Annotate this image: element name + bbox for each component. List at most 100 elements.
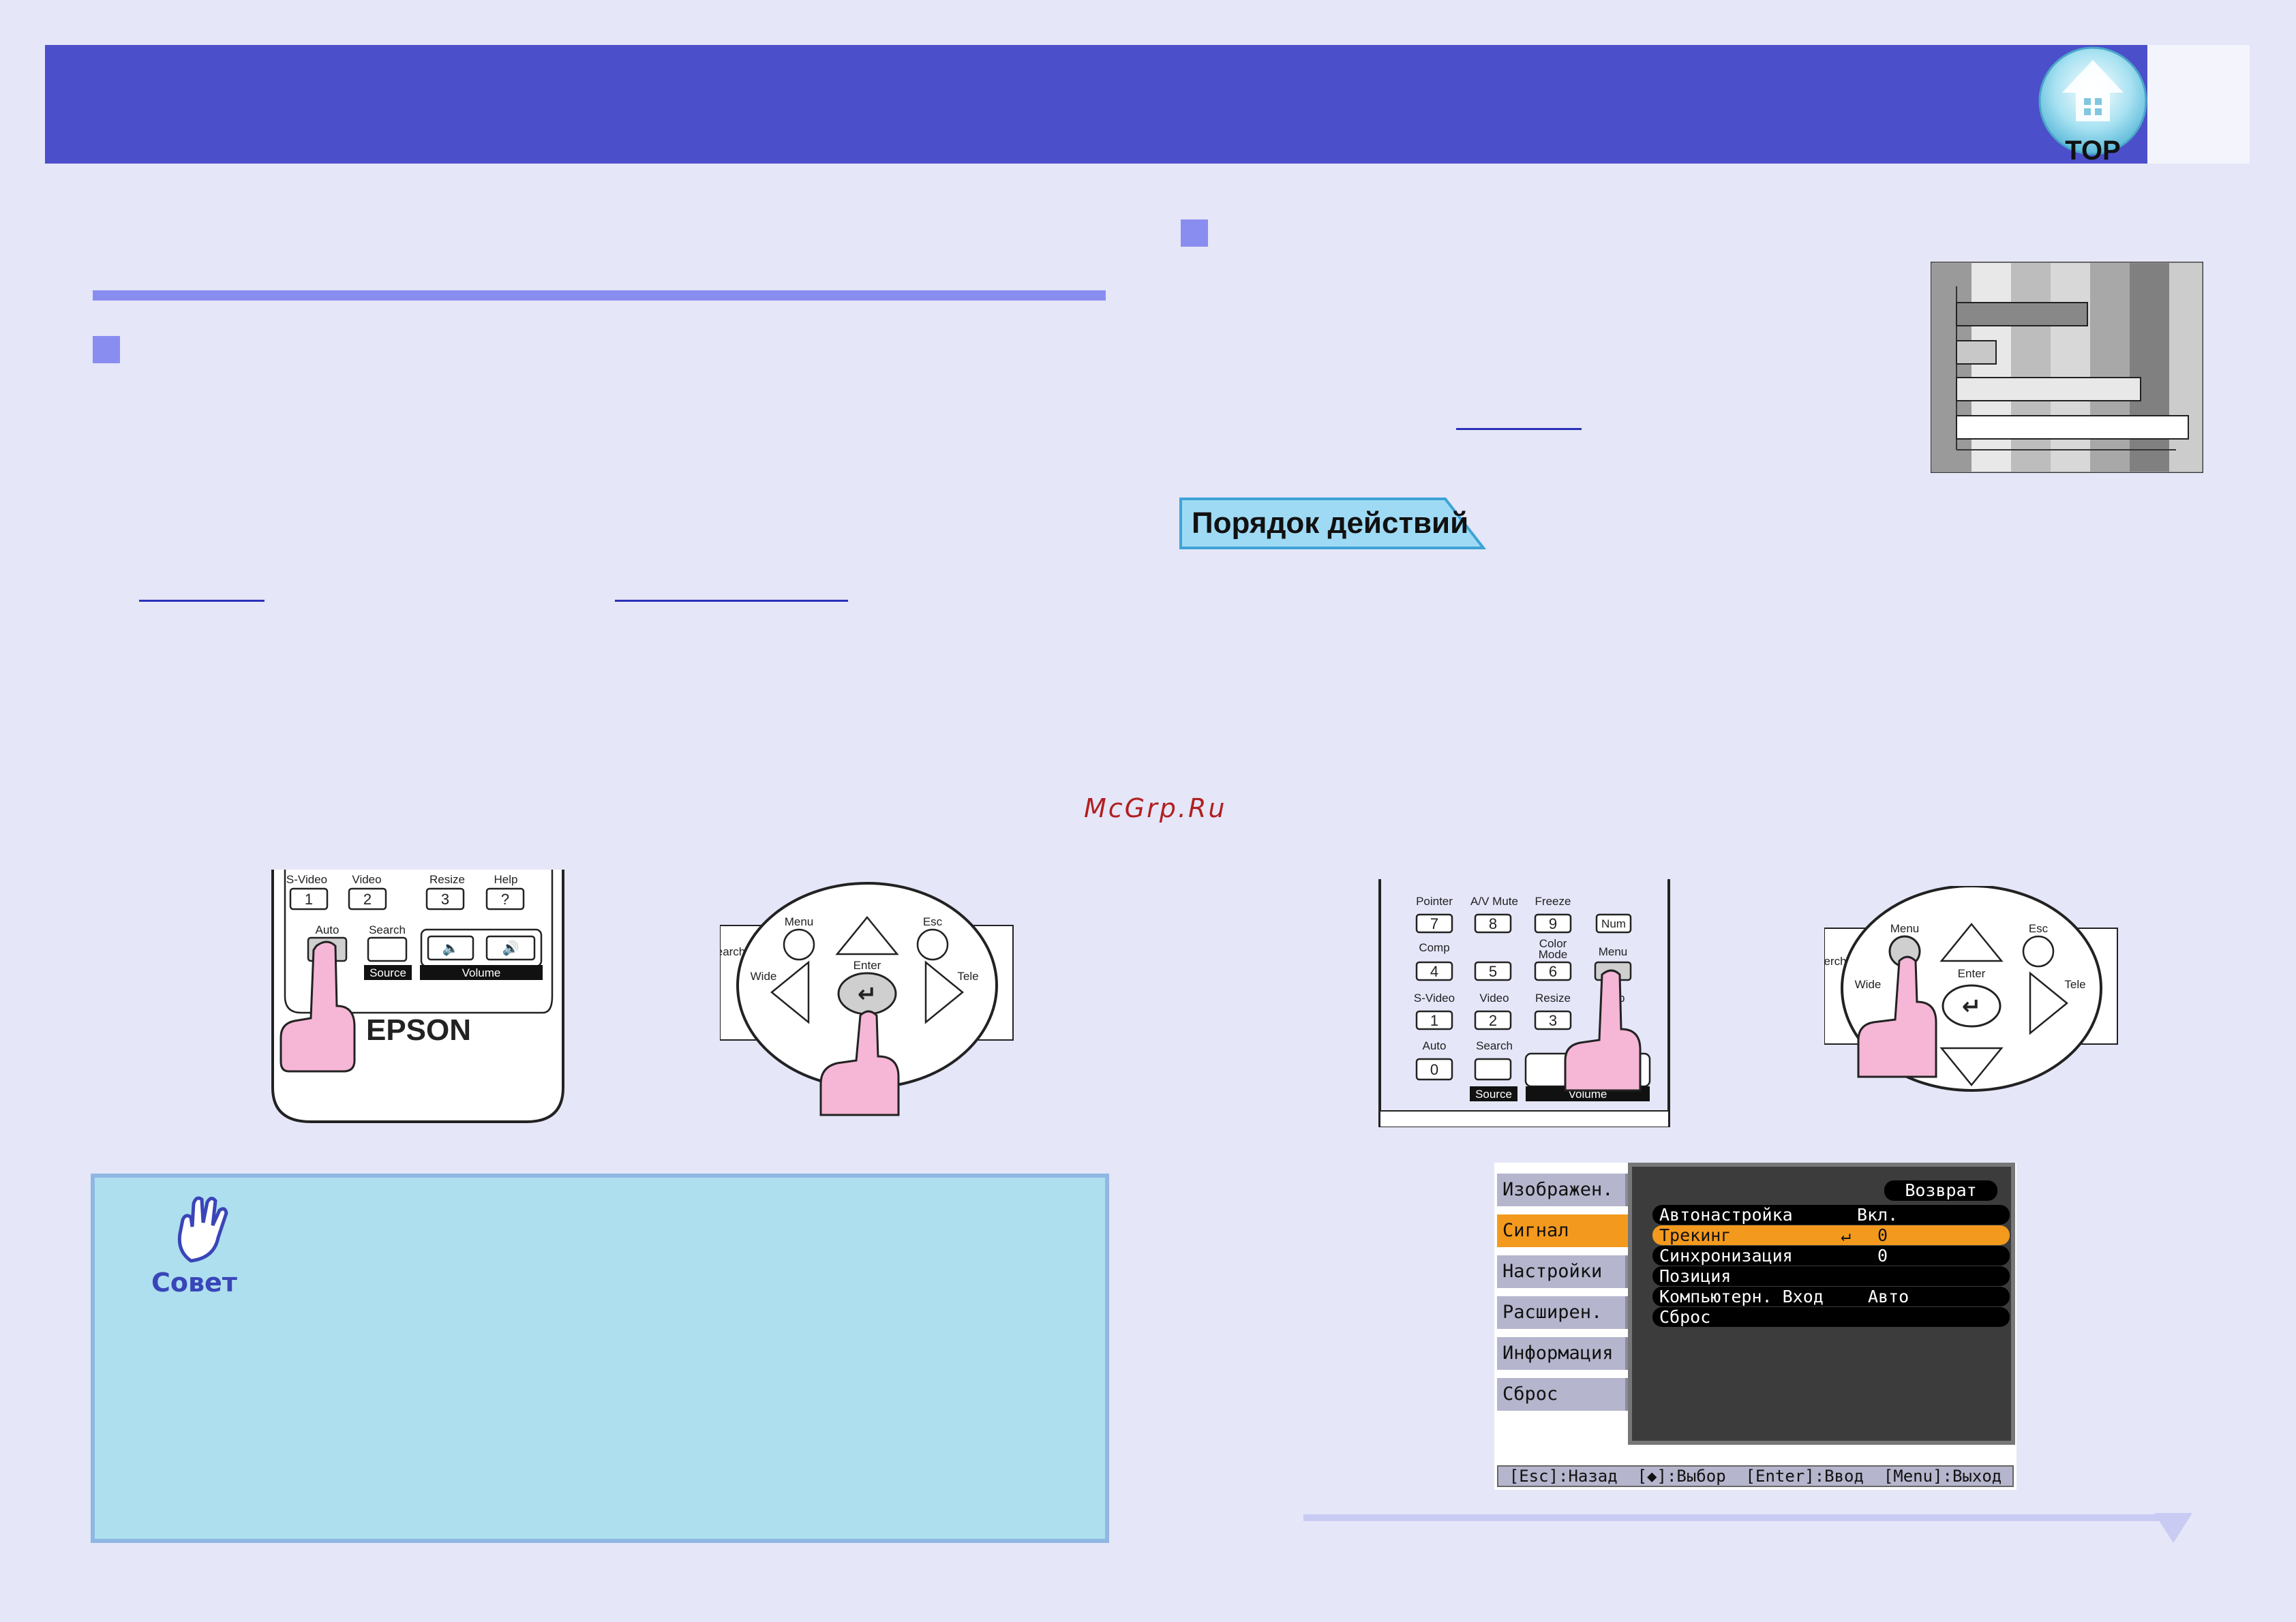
osd-tab-settings[interactable]: Настройки bbox=[1497, 1255, 1631, 1288]
svg-text:Auto: Auto bbox=[1423, 1039, 1447, 1052]
dpad-up-button[interactable] bbox=[835, 916, 899, 955]
pressing-hand-icon bbox=[819, 1010, 900, 1116]
svg-text:Source: Source bbox=[369, 966, 406, 979]
remote-key-7[interactable] bbox=[1415, 913, 1453, 934]
section-square-right bbox=[1181, 219, 1208, 247]
svg-text:Color: Color bbox=[1539, 937, 1567, 950]
svg-text:Menu: Menu bbox=[785, 915, 814, 928]
svg-text:Video: Video bbox=[352, 873, 381, 886]
svg-text:🔈: 🔈 bbox=[442, 940, 459, 956]
link-underline-1[interactable] bbox=[139, 600, 265, 602]
dpad-right-button[interactable] bbox=[2029, 971, 2068, 1035]
svg-text:Search: Search bbox=[369, 923, 406, 936]
svg-text:Resize: Resize bbox=[1535, 992, 1571, 1005]
header-band bbox=[45, 45, 2147, 164]
tip-label: Совет bbox=[151, 1268, 237, 1298]
osd-tab-reset[interactable]: Сброс bbox=[1497, 1378, 1631, 1411]
osd-tab-signal[interactable]: Сигнал bbox=[1497, 1214, 1631, 1247]
pressing-hand-icon bbox=[1564, 969, 1642, 1092]
home-icon bbox=[2062, 60, 2124, 121]
dpad-esc-button[interactable] bbox=[916, 928, 949, 961]
svg-text:9: 9 bbox=[1549, 915, 1557, 932]
svg-text:5: 5 bbox=[1489, 963, 1497, 980]
svg-text:erch: erch bbox=[1824, 955, 1847, 968]
svg-text:Wide: Wide bbox=[751, 970, 777, 983]
dpad-down-button[interactable] bbox=[1939, 1047, 2004, 1086]
tip-box bbox=[91, 1174, 1109, 1543]
dpad-right-button[interactable] bbox=[924, 960, 964, 1024]
remote-illustration-menu: Pointer A/V Mute Freeze Num 7 8 9 Comp C… bbox=[1378, 879, 1670, 1127]
remote-key-8[interactable] bbox=[1474, 913, 1512, 934]
section-rule bbox=[93, 290, 1106, 301]
svg-text:Source: Source bbox=[1475, 1088, 1512, 1101]
svg-text:1: 1 bbox=[1430, 1012, 1438, 1029]
remote-key-1[interactable] bbox=[289, 887, 329, 911]
osd-row-reset[interactable]: Сброс bbox=[1652, 1307, 2010, 1327]
svg-text:8: 8 bbox=[1489, 915, 1497, 932]
svg-text:↵: ↵ bbox=[858, 981, 877, 1008]
dpad-up-button[interactable] bbox=[1939, 923, 2004, 962]
osd-return-button[interactable]: Возврат bbox=[1884, 1180, 1997, 1201]
dpad-left-button[interactable] bbox=[770, 960, 810, 1024]
remote-key-4[interactable] bbox=[1415, 961, 1453, 981]
link-underline-3[interactable] bbox=[1456, 428, 1582, 430]
remote-key-5[interactable] bbox=[1474, 961, 1512, 981]
dpad-menu-button[interactable] bbox=[783, 928, 815, 961]
svg-text:Comp: Comp bbox=[1419, 941, 1449, 954]
svg-text:Freeze: Freeze bbox=[1535, 895, 1571, 908]
bottom-rule bbox=[1303, 1514, 2183, 1521]
steps-badge: Порядок действий bbox=[1179, 498, 1486, 549]
svg-text:0: 0 bbox=[1430, 1061, 1438, 1078]
remote-key-9[interactable] bbox=[1534, 913, 1572, 934]
svg-text:Auto: Auto bbox=[316, 923, 339, 936]
svg-text:S-Video: S-Video bbox=[1414, 992, 1455, 1005]
osd-row-tracking[interactable]: Трекинг↵0 bbox=[1652, 1225, 2010, 1245]
remote-key-3[interactable] bbox=[425, 887, 465, 911]
svg-text:Tele: Tele bbox=[2064, 978, 2085, 991]
dpad-esc-button[interactable] bbox=[2022, 935, 2055, 968]
dpad-enter-button[interactable] bbox=[1942, 984, 2002, 1028]
svg-text:EPSON: EPSON bbox=[366, 1013, 471, 1047]
svg-text:Volume: Volume bbox=[462, 966, 501, 979]
svg-text:Search: Search bbox=[1476, 1039, 1513, 1052]
svg-text:↵: ↵ bbox=[1962, 993, 1982, 1020]
osd-tab-image[interactable]: Изображен. bbox=[1497, 1174, 1631, 1206]
svg-text:2: 2 bbox=[363, 891, 372, 908]
steps-badge-label: Порядок действий bbox=[1192, 506, 1468, 540]
remote-key-help[interactable] bbox=[485, 887, 525, 911]
svg-text:S-Video: S-Video bbox=[286, 873, 327, 886]
svg-text:Menu: Menu bbox=[1599, 945, 1628, 958]
svg-text:Wide: Wide bbox=[1855, 978, 1882, 991]
watermark: McGrp.Ru bbox=[1084, 793, 1227, 823]
svg-text:Help: Help bbox=[494, 873, 518, 886]
svg-text:?: ? bbox=[501, 891, 509, 908]
svg-text:6: 6 bbox=[1549, 963, 1557, 980]
remote-key-volume-down[interactable] bbox=[427, 935, 474, 961]
dpad-illustration-menu: Menu Esc Enter Wide Tele erch ↵ bbox=[1824, 886, 2118, 1092]
osd-tab-extended[interactable]: Расширен. bbox=[1497, 1296, 1631, 1329]
svg-text:Num: Num bbox=[1601, 917, 1626, 930]
svg-text:Enter: Enter bbox=[854, 959, 881, 972]
osd-row-position[interactable]: Позиция bbox=[1652, 1266, 2010, 1286]
remote-key-6[interactable] bbox=[1534, 961, 1572, 981]
remote-key-2[interactable] bbox=[348, 887, 387, 911]
svg-text:Mode: Mode bbox=[1539, 948, 1568, 961]
section-square-left bbox=[93, 336, 120, 363]
next-page-arrow-icon[interactable] bbox=[2154, 1513, 2192, 1543]
svg-text:Tele: Tele bbox=[957, 970, 978, 983]
svg-text:2: 2 bbox=[1489, 1012, 1497, 1029]
svg-text:🔊: 🔊 bbox=[502, 940, 519, 956]
svg-text:4: 4 bbox=[1430, 963, 1438, 980]
svg-text:earch: earch bbox=[720, 945, 745, 958]
remote-key-volume-up[interactable] bbox=[485, 935, 536, 961]
pressing-hand-icon bbox=[1857, 955, 1937, 1078]
top-button[interactable]: TOP bbox=[2035, 45, 2151, 164]
osd-footer: [Esc]:Назад [◆]:Выбор [Enter]:Ввод [Menu… bbox=[1497, 1465, 2014, 1487]
remote-key-search[interactable] bbox=[367, 936, 408, 962]
osd-tab-info[interactable]: Информация bbox=[1497, 1337, 1631, 1370]
link-underline-2[interactable] bbox=[615, 600, 848, 602]
